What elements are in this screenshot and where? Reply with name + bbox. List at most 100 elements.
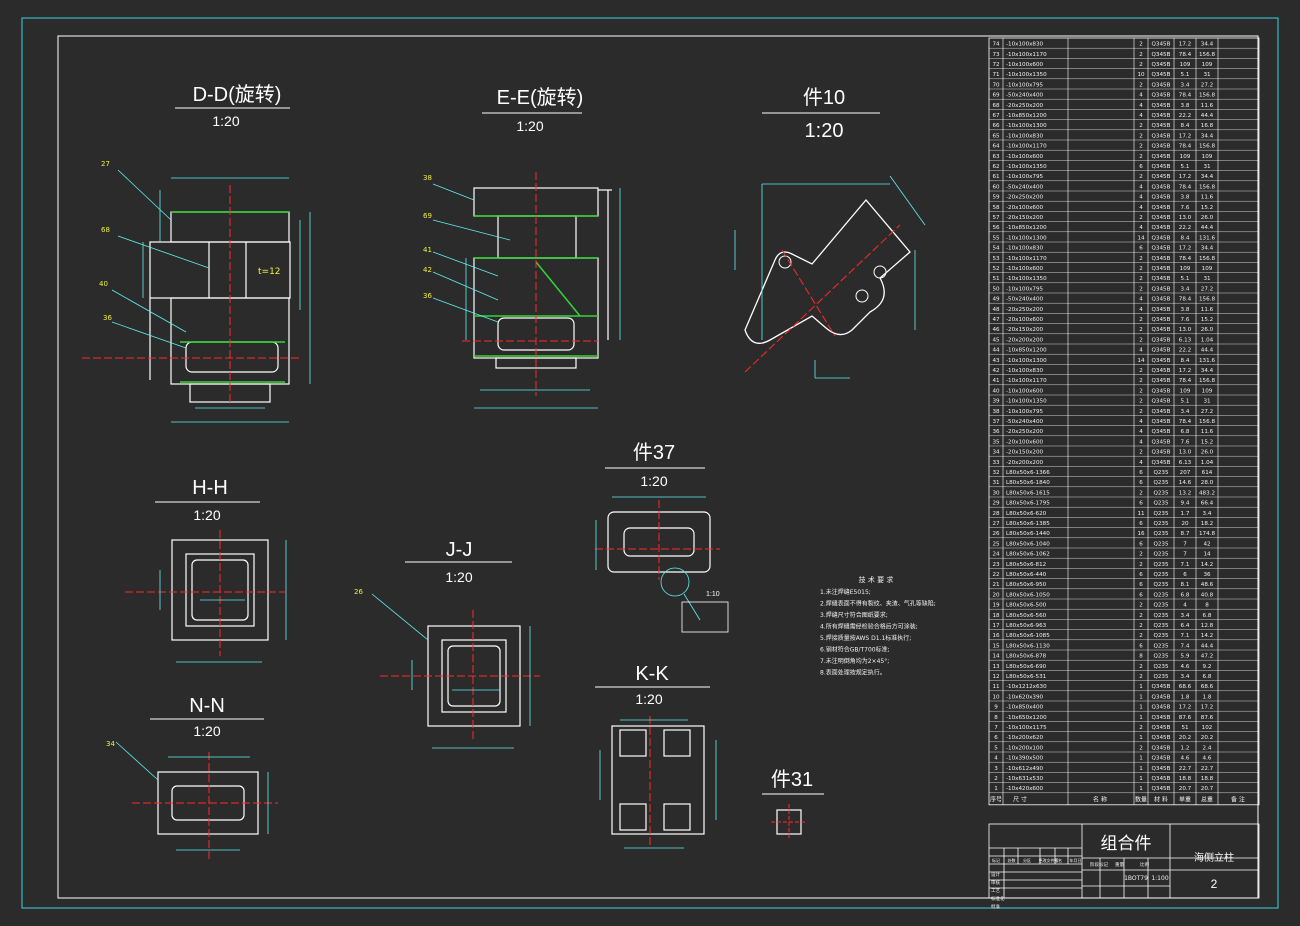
bom-cell: 18.2 xyxy=(1201,521,1213,527)
bom-cell: 4 xyxy=(1139,195,1143,201)
bom-cell: 9 xyxy=(994,705,998,711)
bom-cell: -10x631x530 xyxy=(1006,776,1044,782)
bom-cell: Q345B xyxy=(1152,766,1171,772)
bom-cell: 2 xyxy=(1139,317,1143,323)
bom-cell: 156.8 xyxy=(1199,93,1215,99)
bom-cell: 78.4 xyxy=(1179,378,1192,384)
bom-cell: 4 xyxy=(1139,348,1143,354)
section-hh-title: H-H xyxy=(192,477,228,499)
bom-cell: 10 xyxy=(1137,72,1145,78)
bom-cell: 1 xyxy=(1139,756,1143,762)
bom-cell: 14.6 xyxy=(1179,480,1192,486)
bom-cell: -10x100x830 xyxy=(1006,368,1044,374)
bom-cell: 7 xyxy=(994,725,998,731)
bom-cell: Q345B xyxy=(1152,195,1171,201)
bom-cell: 14 xyxy=(1203,552,1211,558)
bom-cell: 2 xyxy=(1139,490,1143,496)
bom-cell: 1.8 xyxy=(1181,694,1190,700)
bom-cell: 78.4 xyxy=(1179,52,1192,58)
bom-cell: 16 xyxy=(1137,531,1145,537)
bom-cell: 65 xyxy=(992,133,1000,139)
bom-cell: -20x100x600 xyxy=(1006,317,1044,323)
bom-cell: Q345B xyxy=(1152,745,1171,751)
callout-36: 36 xyxy=(103,314,112,322)
bom-cell: 47 xyxy=(992,317,1000,323)
bom-cell: 4 xyxy=(1139,439,1143,445)
bom-cell: 4 xyxy=(1139,205,1143,211)
bom-cell: 51 xyxy=(992,276,1000,282)
bom-cell: 55 xyxy=(992,235,1000,241)
bom-cell: 2 xyxy=(1139,327,1143,333)
bom-cell: 109 xyxy=(1202,388,1213,394)
section-nn-title: N-N xyxy=(189,695,225,717)
bom-cell: 50 xyxy=(992,286,1000,292)
bom-cell: Q235 xyxy=(1153,592,1169,598)
bom-cell: 78.4 xyxy=(1179,144,1192,150)
bom-cell: Q345B xyxy=(1152,705,1171,711)
bom-cell: Q345B xyxy=(1152,225,1171,231)
section-ee: E-E(旋转) 1:20 38 xyxy=(423,86,621,409)
bom-cell: 1 xyxy=(1139,694,1143,700)
title-row-label: 年月日 xyxy=(1070,857,1082,863)
bom-cell: 40 xyxy=(992,388,1000,394)
bom-cell: 14.2 xyxy=(1201,562,1213,568)
bom-cell: 34.4 xyxy=(1201,368,1214,374)
bom-cell: Q345B xyxy=(1152,184,1171,190)
bom-cell: L80x50x6-1040 xyxy=(1006,541,1050,547)
bom-cell: 22.2 xyxy=(1179,225,1191,231)
bom-cell: 2 xyxy=(1139,613,1143,619)
part-10-title: 件10 xyxy=(803,86,845,109)
section-kk-title: K-K xyxy=(635,663,669,685)
bom-cell: 51 xyxy=(1181,725,1189,731)
bom-cell: 614 xyxy=(1202,470,1213,476)
bom-cell: L80x50x6-1440 xyxy=(1006,531,1050,537)
bom-cell: 73 xyxy=(992,52,1000,58)
bom-cell: -10x100x1170 xyxy=(1006,256,1047,262)
section-dd-title: D-D(旋转) xyxy=(193,83,282,106)
bom-cell: 6 xyxy=(1139,470,1143,476)
bom-header-cell: 材 料 xyxy=(1154,795,1168,803)
bom-cell: 6.8 xyxy=(1181,429,1190,435)
bom-cell: 27 xyxy=(992,521,1000,527)
part-31-title: 件31 xyxy=(771,768,813,791)
bom-cell: L80x50x6-531 xyxy=(1006,674,1047,680)
bom-header-cell: 总重 xyxy=(1201,795,1213,803)
bom-cell: Q235 xyxy=(1153,562,1169,568)
bom-cell: L80x50x6-1840 xyxy=(1006,480,1050,486)
bom-cell: 2 xyxy=(1139,368,1143,374)
bom-cell: 131.6 xyxy=(1199,358,1215,364)
bom-cell: -20x100x600 xyxy=(1006,439,1044,445)
bom-cell: L80x50x6-963 xyxy=(1006,623,1047,629)
bom-cell: Q345B xyxy=(1152,694,1171,700)
title-stage-label: 重量 xyxy=(1115,861,1124,868)
bom-cell: 67 xyxy=(992,113,1000,119)
bom-cell: Q235 xyxy=(1153,582,1169,588)
bom-cell: 20 xyxy=(1181,521,1189,527)
bom-cell: 7.1 xyxy=(1181,562,1190,568)
bom-cell: 4 xyxy=(1183,603,1187,609)
bom-cell: Q345B xyxy=(1152,776,1171,782)
bom-cell: 56 xyxy=(992,225,1000,231)
bom-cell: Q345B xyxy=(1152,93,1171,99)
tech-req-line: 6.钢材符合GB/T700标准; xyxy=(820,646,890,654)
bom-cell: 11.6 xyxy=(1201,195,1214,201)
bom-cell: 26.0 xyxy=(1201,215,1214,221)
bom-cell: Q345B xyxy=(1152,358,1171,364)
bom-cell: 2 xyxy=(1139,174,1143,180)
bom-cell: 5 xyxy=(994,745,998,751)
bom-cell: 14.2 xyxy=(1201,633,1213,639)
bom-cell: Q235 xyxy=(1153,511,1169,517)
bom-cell: 1.7 xyxy=(1181,511,1190,517)
bom-cell: 74 xyxy=(992,42,1000,48)
bom-cell: 31 xyxy=(1203,276,1211,282)
bom-cell: -10x620x390 xyxy=(1006,694,1044,700)
bom-cell: 5.1 xyxy=(1181,276,1190,282)
bom-cell: 8 xyxy=(1205,603,1209,609)
bom-cell: L80x50x6-440 xyxy=(1006,572,1047,578)
bom-cell: 174.8 xyxy=(1199,531,1215,537)
bom-cell: 15.2 xyxy=(1201,439,1213,445)
bom-cell: 13 xyxy=(992,664,1000,670)
bom-cell: 69 xyxy=(992,93,1000,99)
bom-cell: 54 xyxy=(992,246,1000,252)
